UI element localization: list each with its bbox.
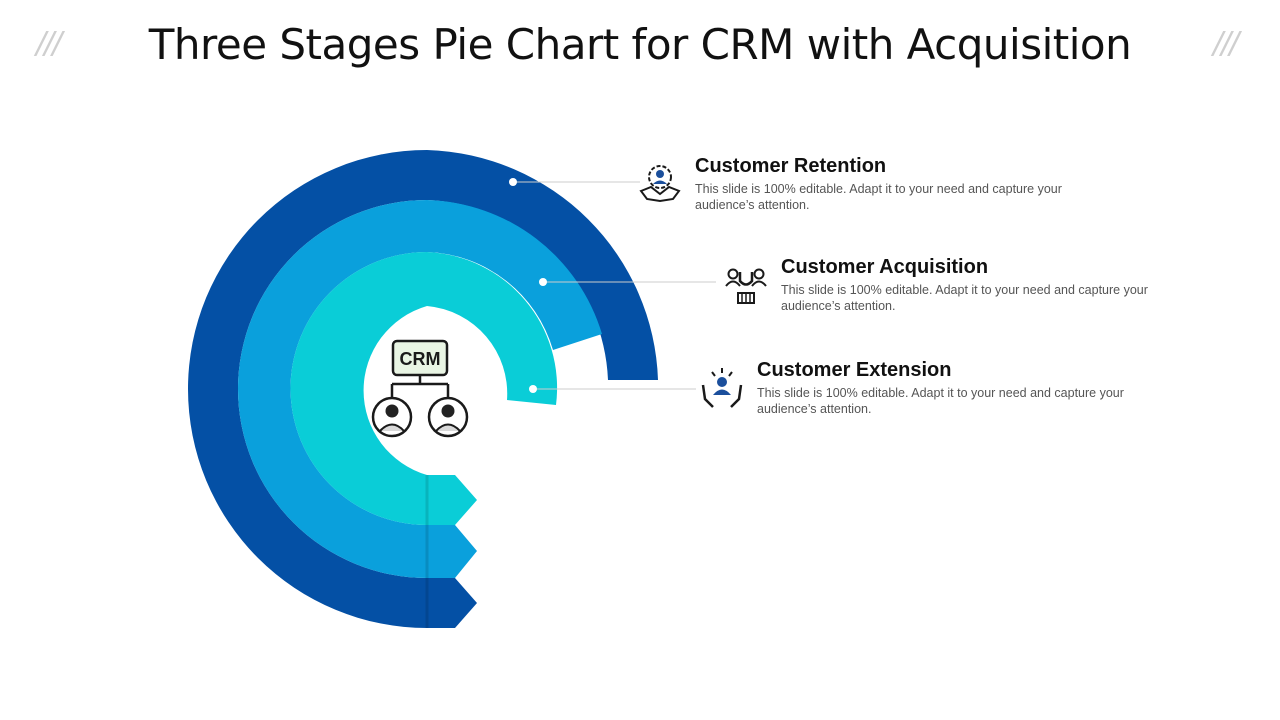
stage-customer-retention: Customer Retention This slide is 100% ed… [639,155,1065,213]
decorative-slashes-right: /// [1213,26,1239,61]
ring-customer-retention[interactable] [427,150,658,380]
stage-title: Customer Acquisition [781,256,989,278]
stage-title: Customer Retention [695,155,887,177]
ring-customer-extension[interactable] [427,252,558,405]
decorative-slashes-left: /// [36,26,62,61]
ring-customer-acquisition[interactable] [427,200,602,350]
connector-retention [509,178,640,186]
stage-description: This slide is 100% editable. Adapt it to… [757,386,1124,416]
page-title: Three Stages Pie Chart for CRM with Acqu… [148,20,1132,69]
stage-title: Customer Extension [757,359,952,381]
stage-description: This slide is 100% editable. Adapt it to… [781,283,1148,313]
ring-customer-retention-body[interactable] [188,150,477,628]
crm-org-chart-icon [371,339,469,438]
stage-description: This slide is 100% editable. Adapt it to… [695,182,1062,212]
customer-magnet-icon [723,262,769,308]
crm-label: CRM [400,349,441,369]
connector-extension [529,385,696,393]
ring-customer-extension-body[interactable] [290,252,478,525]
stage-customer-extension: Customer Extension This slide is 100% ed… [701,359,1127,417]
connector-acquisition [539,278,716,286]
ring-customer-acquisition-body[interactable] [238,200,477,578]
handshake-gear-icon [637,161,683,207]
hands-holding-customer-icon [699,365,745,411]
stage-customer-acquisition: Customer Acquisition This slide is 100% … [725,256,1151,314]
